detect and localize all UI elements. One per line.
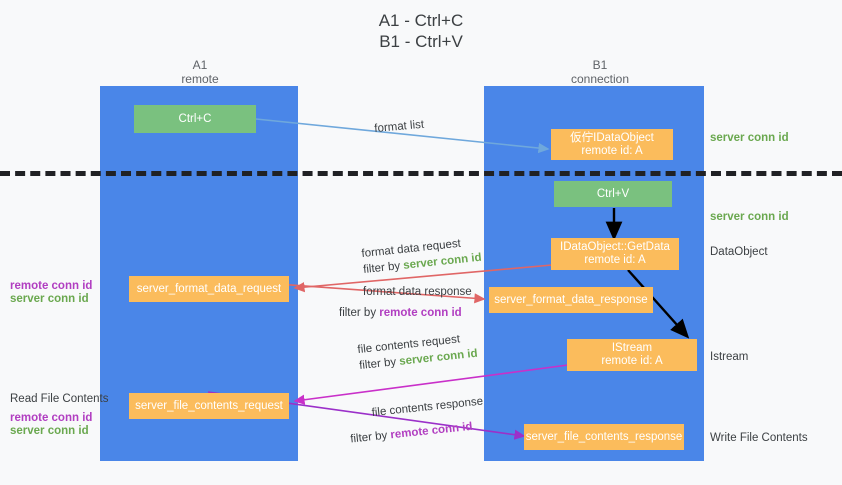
arrow-label-format-data-response: format data response filter by remote co… bbox=[339, 285, 472, 320]
column-b1-name: B1 bbox=[592, 58, 608, 72]
node-server-format-data-request-label: server_format_data_request bbox=[136, 282, 282, 295]
label-server-conn-id-top: server conn id bbox=[710, 132, 789, 144]
arrow-label-format-data-response-text: format data response bbox=[363, 286, 472, 298]
node-idataobject[interactable]: 仮佇IDataObject remote id: A bbox=[551, 129, 673, 160]
arrow-getdata-istream bbox=[627, 269, 690, 339]
label-server-conn-id-upper: server conn id bbox=[10, 293, 89, 305]
title-line-1: A1 - Ctrl+C bbox=[378, 11, 464, 30]
filter-value-remote-conn-id-1: remote conn id bbox=[379, 307, 462, 319]
node-getdata-line1: IDataObject::GetData bbox=[560, 241, 670, 253]
node-server-file-contents-response[interactable]: server_file_contents_response bbox=[524, 424, 684, 450]
node-server-format-data-request[interactable]: server_format_data_request bbox=[129, 276, 289, 302]
node-istream-line2: remote id: A bbox=[601, 355, 663, 367]
label-server-conn-id-second: server conn id bbox=[710, 211, 789, 223]
column-b1-role: connection bbox=[570, 72, 630, 86]
node-istream-line1: IStream bbox=[611, 342, 653, 354]
label-dataobject: DataObject bbox=[710, 246, 768, 258]
arrow-format-list bbox=[255, 118, 550, 154]
label-write-file-contents: Write File Contents bbox=[710, 432, 808, 444]
node-istream[interactable]: IStream remote id: A bbox=[567, 339, 697, 371]
node-server-format-data-response[interactable]: server_format_data_response bbox=[489, 287, 653, 313]
node-server-file-contents-response-label: server_file_contents_response bbox=[525, 430, 683, 443]
node-ctrl-v[interactable]: Ctrl+V bbox=[554, 181, 672, 207]
label-read-file-contents: Read File Contents bbox=[10, 393, 109, 405]
node-getdata-line2: remote id: A bbox=[584, 254, 646, 266]
node-server-format-data-response-label: server_format_data_response bbox=[494, 293, 648, 306]
label-server-conn-id-lower: server conn id bbox=[10, 425, 89, 437]
node-ctrl-c-label: Ctrl+C bbox=[178, 112, 212, 125]
column-a1-role: remote bbox=[181, 72, 219, 86]
column-header-a1: A1 remote bbox=[120, 58, 280, 86]
column-a1-name: A1 bbox=[192, 58, 208, 72]
label-istream: Istream bbox=[710, 351, 749, 363]
arrow-file-contents-request bbox=[293, 364, 569, 405]
title-line-2: B1 - Ctrl+V bbox=[379, 32, 463, 51]
node-ctrl-c[interactable]: Ctrl+C bbox=[134, 105, 256, 133]
node-idataobject-line2: remote id: A bbox=[581, 144, 643, 157]
node-getdata[interactable]: IDataObject::GetData remote id: A bbox=[551, 238, 679, 270]
node-ctrl-v-label: Ctrl+V bbox=[596, 187, 630, 200]
node-server-file-contents-request-label: server_file_contents_request bbox=[135, 399, 283, 412]
arrow-format-data-request bbox=[293, 264, 553, 293]
column-header-b1: B1 connection bbox=[520, 58, 680, 86]
node-server-file-contents-request[interactable]: server_file_contents_request bbox=[129, 393, 289, 419]
label-remote-conn-id-lower: remote conn id bbox=[10, 412, 93, 424]
page-title: A1 - Ctrl+C B1 - Ctrl+V bbox=[0, 10, 842, 52]
divider-dashed-line bbox=[0, 171, 842, 176]
arrow-label-format-data-response-filter: filter by remote conn id bbox=[339, 306, 472, 320]
node-idataobject-line1: 仮佇IDataObject bbox=[570, 131, 654, 144]
filter-prefix-2: filter by bbox=[339, 307, 380, 319]
label-remote-conn-id-upper: remote conn id bbox=[10, 280, 93, 292]
